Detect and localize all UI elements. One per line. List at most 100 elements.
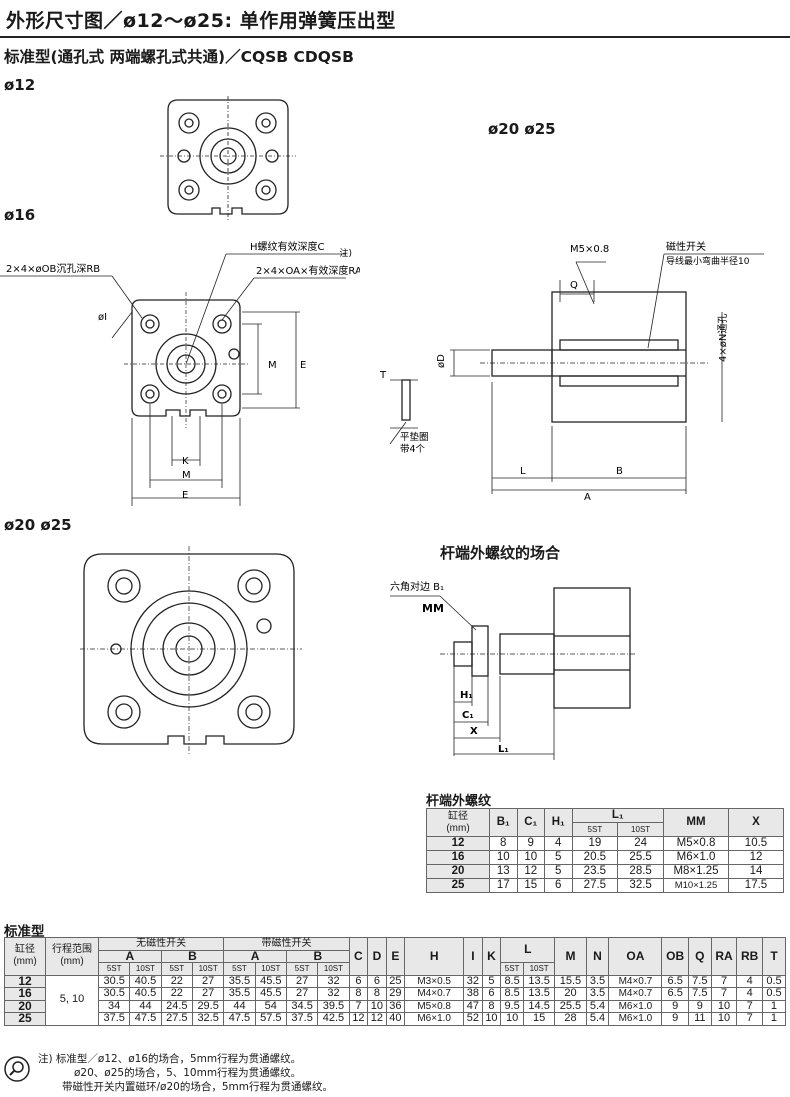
rod-cell-l5: 20.5 <box>571 850 619 865</box>
std-col-h: H <box>404 937 465 976</box>
std-cell: 32 <box>317 974 350 988</box>
std-col-with-switch: 带磁性开关 <box>223 937 350 951</box>
e-dimension-vertical: E <box>300 360 306 371</box>
h1-dimension: H₁ <box>460 690 473 701</box>
side-view-20-25-drawing: M5×0.8 磁性开关 导线最小弯曲半径10 Q 4×øN通孔 øD T 平垫圈… <box>379 240 764 503</box>
std-row-bore: 16 <box>4 987 46 1001</box>
std-cell: 15 <box>522 1012 556 1026</box>
x-dimension: X <box>470 726 478 737</box>
rod-end-drawing: 六角对边 B₁ MM H₁ C₁ X L₁ <box>390 580 636 760</box>
i-dimension: øI <box>98 312 107 323</box>
switch-callout: 磁性开关 <box>666 240 706 253</box>
rod-cell-x: 10.5 <box>728 836 784 851</box>
std-cell: 6 <box>348 974 369 988</box>
std-col-ra: RA <box>710 937 738 976</box>
rod-cell-h1: 5 <box>544 850 573 865</box>
std-cell: 13.5 <box>522 974 556 988</box>
std-cell: 1 <box>761 999 787 1013</box>
std-cell: 4 <box>736 974 763 988</box>
rod-col-l1-10st: 10ST <box>617 822 664 837</box>
std-col-q: Q <box>687 937 712 976</box>
std-cell: 5.4 <box>585 1012 610 1026</box>
std-cell: 20 <box>554 987 587 1001</box>
page-header: 外形尺寸图／ø12～ø25: 单作用弹簧压出型 <box>0 0 790 38</box>
front-view-16-drawing: 2×4×øOB沉孔深RB H螺纹有效深度C 注) 2×4×OA×有效深度RA ø… <box>0 240 360 506</box>
std-cell: 34 <box>97 999 131 1013</box>
std-cell: 45.5 <box>254 987 287 1001</box>
std-sub-10st: 10ST <box>129 962 162 976</box>
rod-cell-mm: M5×0.8 <box>663 836 729 851</box>
std-cell: M6×1.0 <box>404 1012 465 1026</box>
std-col-nosw-a: A <box>98 949 162 963</box>
m-dimension-horizontal: M <box>182 470 191 481</box>
rod-cell-l5: 19 <box>571 836 619 851</box>
standard-dimension-table: 缸径 (mm) 行程范围 (mm) 无磁性开关 带磁性开关 C D E H I … <box>4 937 787 1026</box>
rod-cell-h1: 5 <box>544 864 573 879</box>
std-cell: 6.5 <box>661 974 689 988</box>
std-cell: 8 <box>481 999 502 1013</box>
std-cell: 28 <box>554 1012 587 1026</box>
std-cell: 1 <box>761 1012 787 1026</box>
std-cell: 12 <box>367 1012 387 1026</box>
rod-cell-b1: 10 <box>489 850 518 865</box>
std-cell: 32.5 <box>191 1012 225 1026</box>
std-col-bore: 缸径 (mm) <box>4 937 46 976</box>
rod-col-b1: B₁ <box>489 808 518 837</box>
std-cell: 30.5 <box>97 974 131 988</box>
std-cell: M4×0.7 <box>404 987 465 1001</box>
rod-cell-l10: 24 <box>617 836 664 851</box>
std-cell: 9 <box>661 1012 689 1026</box>
rod-cell-l10: 28.5 <box>617 864 664 879</box>
std-cell: 57.5 <box>254 1012 287 1026</box>
std-cell: 47 <box>463 999 483 1013</box>
std-cell: 44 <box>223 999 256 1013</box>
front-view-12-drawing <box>160 96 296 220</box>
std-cell: 37.5 <box>285 1012 319 1026</box>
rod-col-c1: C₁ <box>516 808 545 837</box>
std-sub-10st: 10ST <box>254 962 287 976</box>
bore-20-25-front-label: ø20 ø25 <box>4 516 72 534</box>
rod-cell-x: 17.5 <box>728 878 784 893</box>
footnote-3: 带磁性开关内置磁环/ø20的场合，5mm行程为贯通螺纹。 <box>62 1081 333 1093</box>
std-cell: 35.5 <box>223 987 256 1001</box>
std-cell: 11 <box>687 1012 712 1026</box>
std-cell: 6 <box>367 974 387 988</box>
std-cell: 34.5 <box>285 999 319 1013</box>
std-col-k: K <box>481 937 502 976</box>
washer-label: 平垫圈 <box>400 431 429 443</box>
std-cell: 7 <box>348 999 369 1013</box>
std-col-ob: OB <box>661 937 689 976</box>
std-cell: 27 <box>191 987 225 1001</box>
std-cell: M4×0.7 <box>608 974 663 988</box>
rod-col-x: X <box>728 808 784 837</box>
std-cell: M4×0.7 <box>608 987 663 1001</box>
rod-row-bore: 25 <box>426 878 490 893</box>
t-dimension: T <box>379 370 387 381</box>
std-sub-5st: 5ST <box>500 962 524 976</box>
std-cell: 8.5 <box>500 974 524 988</box>
std-cell: 7 <box>736 999 763 1013</box>
rod-cell-l10: 25.5 <box>617 850 664 865</box>
rod-table-title: 杆端外螺纹 <box>426 794 492 809</box>
mm-callout: MM <box>422 602 444 615</box>
std-cell: 47.5 <box>223 1012 256 1026</box>
std-cell: 27 <box>285 974 319 988</box>
std-cell: 47.5 <box>129 1012 162 1026</box>
std-col-t: T <box>761 937 787 976</box>
std-cell: 7 <box>710 987 738 1001</box>
rod-cell-l10: 32.5 <box>617 878 664 893</box>
std-col-stroke: 行程范围 (mm) <box>45 937 99 976</box>
rod-cell-l5: 27.5 <box>571 878 619 893</box>
d-dimension: øD <box>436 354 447 368</box>
std-cell: 27.5 <box>160 1012 193 1026</box>
footnotes: 注) 标准型／ø12、ø16的场合，5mm行程为贯通螺纹。 ø20、ø25的场合… <box>38 1052 333 1094</box>
std-cell: 9 <box>661 999 689 1013</box>
std-cell: 27 <box>191 974 225 988</box>
std-sub-5st: 5ST <box>97 962 131 976</box>
std-cell: 27 <box>285 987 319 1001</box>
std-cell: 38 <box>463 987 483 1001</box>
